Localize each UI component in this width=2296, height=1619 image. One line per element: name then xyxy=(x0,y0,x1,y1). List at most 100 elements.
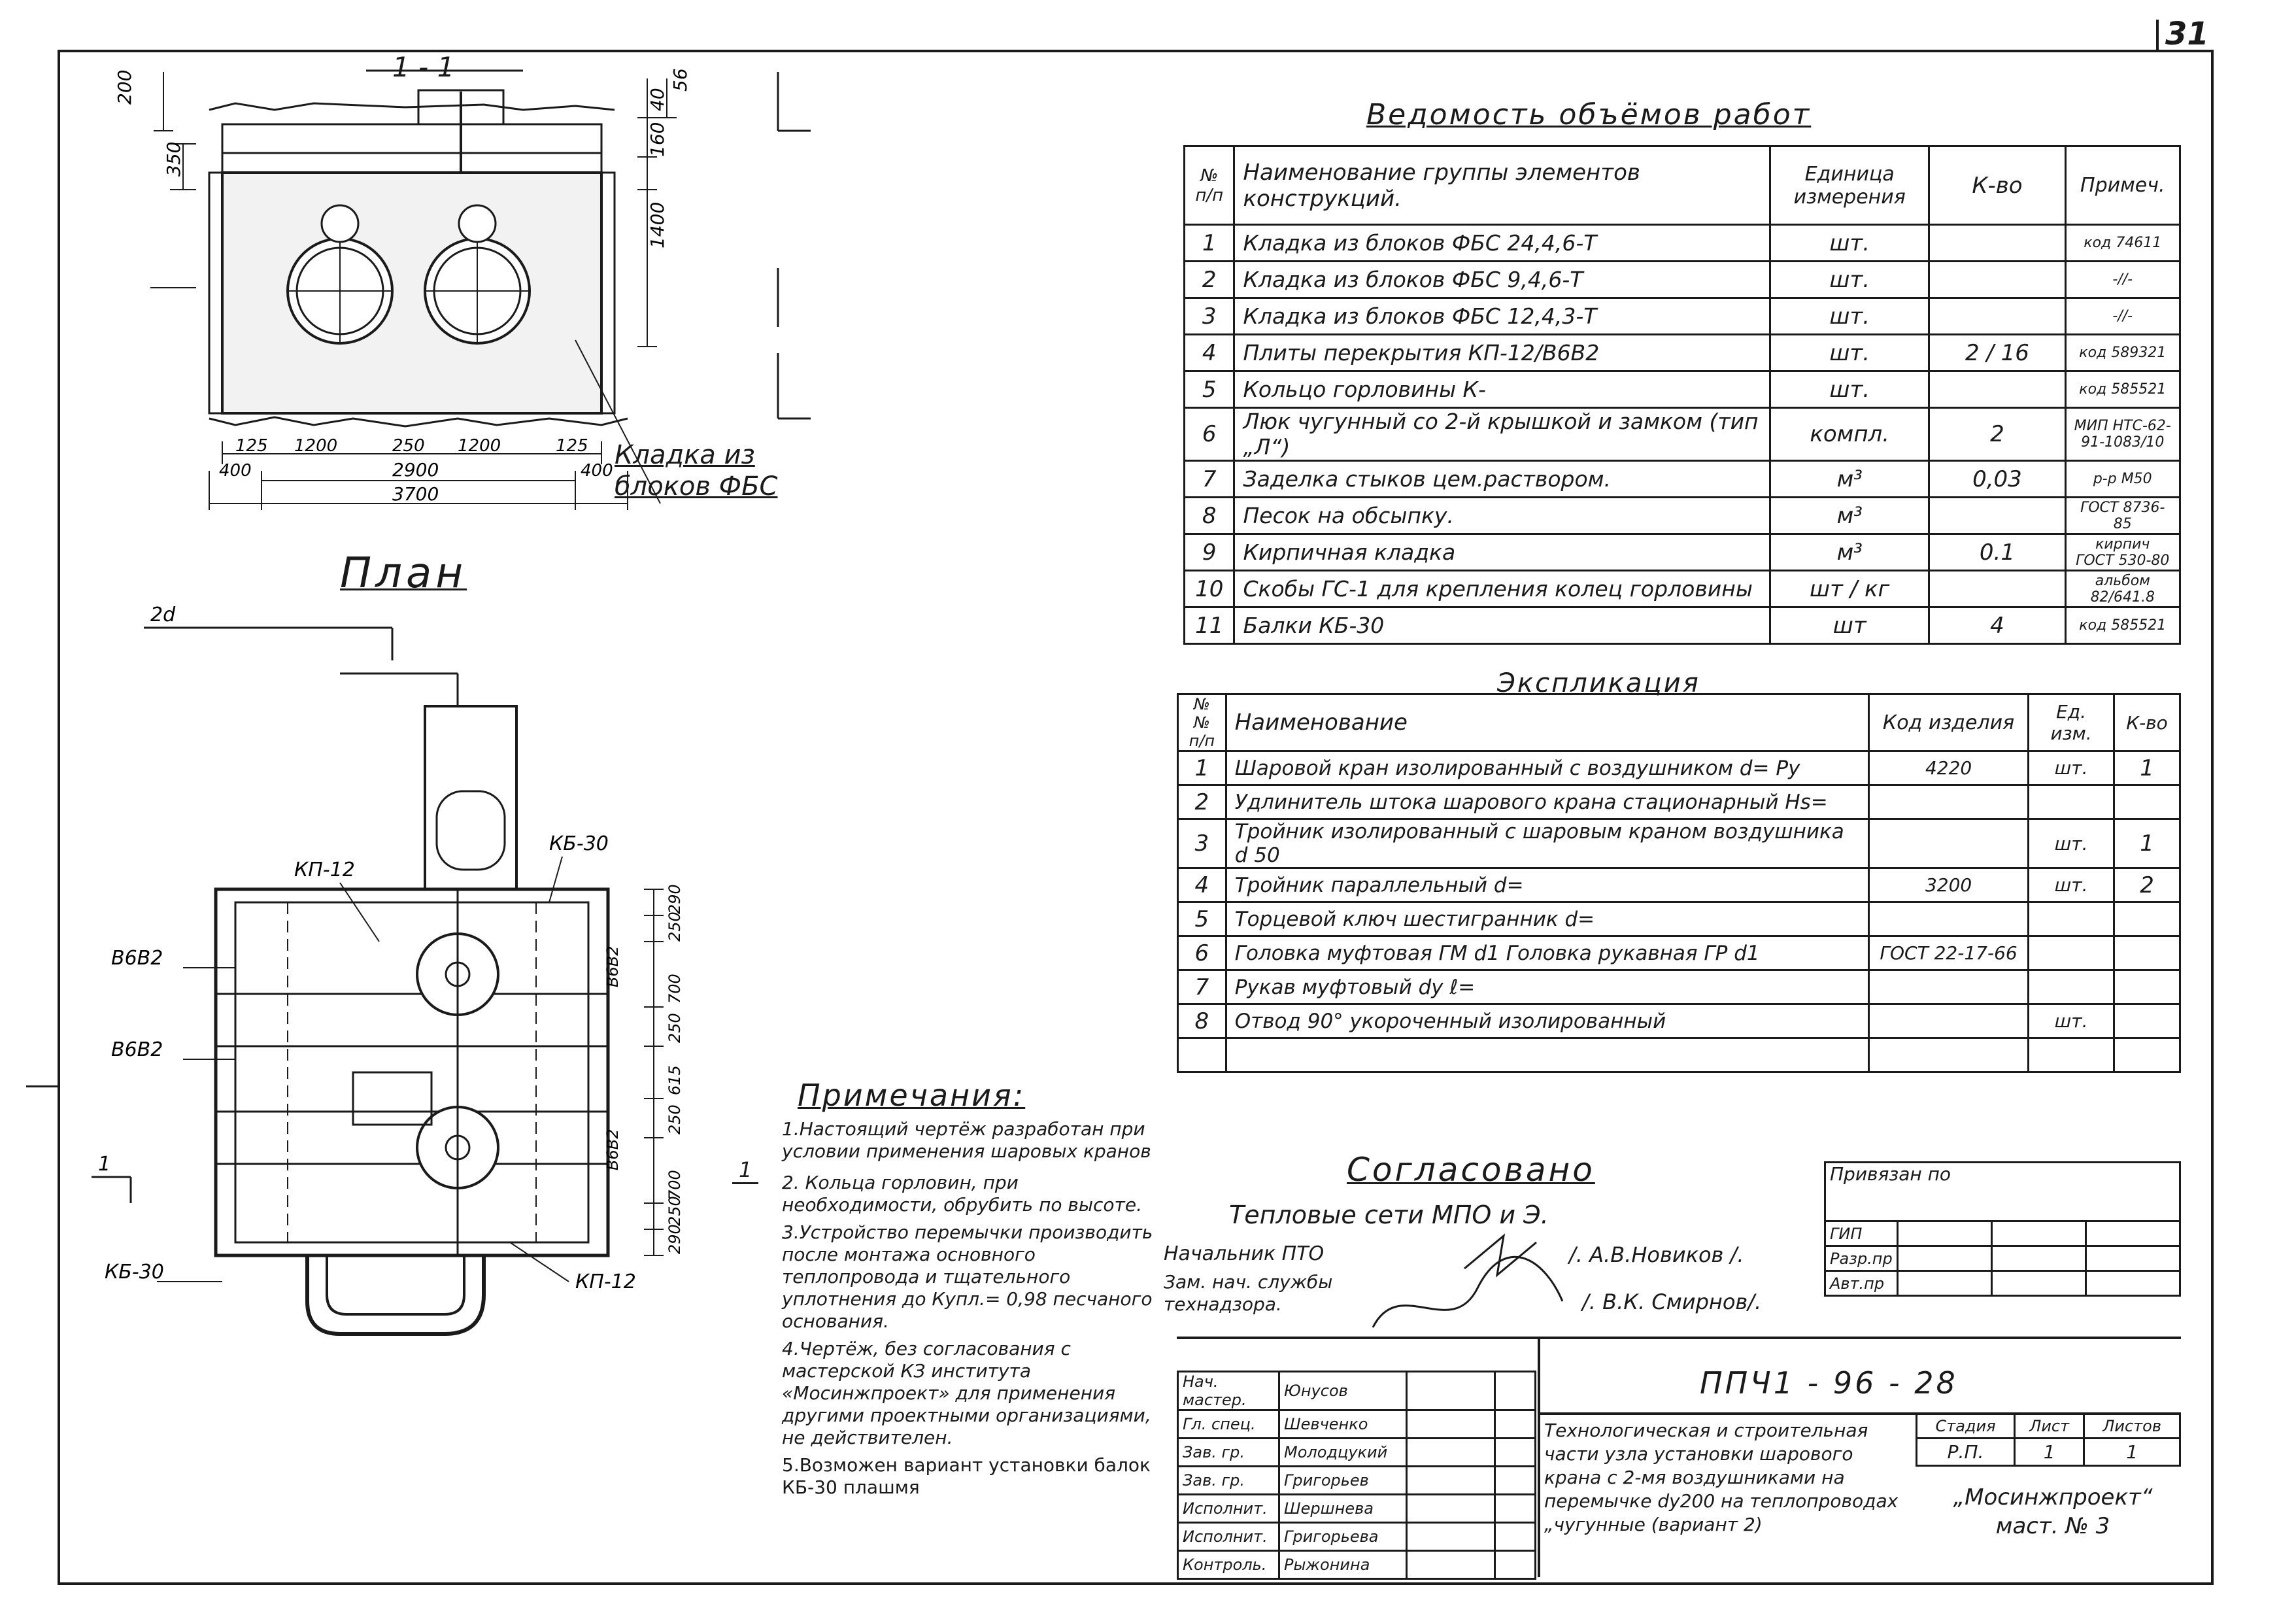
ved-cell-qty xyxy=(1928,297,2067,335)
ved-cell-qty xyxy=(1928,570,2067,608)
ved-cell-unit: м³ xyxy=(1769,460,1931,498)
ved-h-unit: Единица измерения xyxy=(1769,145,1931,226)
ved-cell-n: 7 xyxy=(1183,460,1236,498)
dim-125-left: 125 xyxy=(235,436,268,456)
ved-cell-note: код 589321 xyxy=(2064,333,2182,372)
privyazan-title: Привязан по xyxy=(1824,1161,2181,1222)
ved-cell-name: Песок на обсыпку. xyxy=(1233,496,1772,535)
ved-cell-qty xyxy=(1928,496,2067,535)
ex-cell-name: Тройник параллельный d= xyxy=(1224,867,1870,903)
signer-date xyxy=(1494,1493,1536,1524)
ved-cell-qty: 4 xyxy=(1928,606,2067,645)
ved-cell-name: Заделка стыков цем.раствором. xyxy=(1233,460,1772,498)
signer-date xyxy=(1494,1409,1536,1439)
plan-drawing: 2d КП-12 КБ-30 В6В2 В6В2 В6В2 В6В2 КБ-30… xyxy=(92,604,684,1336)
explikaciya-row xyxy=(1177,1037,2181,1073)
ved-cell-name: Кольцо горловины К- xyxy=(1233,370,1772,409)
plan-dim-700-a: 700 xyxy=(666,974,684,1004)
plan-dim-250-b: 250 xyxy=(666,1013,684,1043)
ex-h-unit: Ед. изм. xyxy=(2027,693,2116,752)
ex-cell-unit xyxy=(2027,784,2116,820)
dim-160: 160 xyxy=(647,122,668,157)
ex-cell-qty xyxy=(2113,784,2181,820)
signer-signature xyxy=(1406,1550,1496,1580)
ex-cell-name: Тройник изолированный с шаровым краном в… xyxy=(1224,818,1870,869)
signer-role: Исполнит. xyxy=(1177,1493,1280,1524)
plan-title: План xyxy=(340,549,467,598)
plan-label-kb30-top: КБ-30 xyxy=(549,832,609,855)
ved-cell-qty: 2 xyxy=(1928,407,2067,462)
note-item: 3.Устройство перемычки производить после… xyxy=(782,1221,1153,1332)
binding-margin-line xyxy=(26,1085,58,1545)
signer-signature xyxy=(1406,1493,1496,1524)
ved-h-note: Примеч. xyxy=(2064,145,2182,226)
ved-cell-unit: м³ xyxy=(1769,533,1931,571)
plan-mark-1-left: 1 xyxy=(98,1153,110,1176)
soglasovano-org: Тепловые сети МПО и Э. xyxy=(1229,1201,1549,1229)
ved-cell-note: -//- xyxy=(2064,260,2182,299)
signer-name: Григорьев xyxy=(1278,1465,1408,1495)
vedomost-title: Ведомость объёмов работ xyxy=(1366,98,1812,131)
kladka-label: Кладка из блоков ФБС xyxy=(615,440,778,502)
ex-cell-n: 4 xyxy=(1177,867,1227,903)
ved-h-n: № п/п xyxy=(1183,145,1236,226)
ved-cell-qty xyxy=(1928,370,2067,409)
plan-label-b6b2-d: В6В2 xyxy=(603,1129,622,1170)
dim-400-left: 400 xyxy=(219,461,252,481)
notes-list: 1.Настоящий чертёж разработан при услови… xyxy=(782,1118,1155,1499)
plan-label-kp12-bottom: КП-12 xyxy=(575,1270,636,1293)
dim-200: 200 xyxy=(114,70,135,105)
stage-value: Р.П. xyxy=(1915,1437,2016,1467)
ex-cell-unit xyxy=(2027,935,2116,971)
signer-signature xyxy=(1406,1465,1496,1495)
signer-row: Зав. гр.Молодцукий xyxy=(1177,1437,1536,1467)
ex-cell-unit xyxy=(2027,1037,2116,1073)
ex-cell-n: 8 xyxy=(1177,1003,1227,1039)
dim-1200-left: 1200 xyxy=(294,436,337,456)
stage-table: Стадия Лист Листов Р.П. 1 1 xyxy=(1915,1412,2181,1467)
ved-cell-unit: компл. xyxy=(1769,407,1931,462)
signer-role: Исполнит. xyxy=(1177,1522,1280,1552)
ved-h-name: Наименование группы элементов конструкци… xyxy=(1233,145,1772,226)
ved-cell-qty xyxy=(1928,260,2067,299)
signer-row: Исполнит.Шершнева xyxy=(1177,1493,1536,1524)
ved-cell-qty: 0,03 xyxy=(1928,460,2067,498)
ex-cell-code xyxy=(1867,818,2030,869)
vedomost-table: № п/п Наименование группы элементов конс… xyxy=(1183,145,2182,645)
ved-cell-name: Скобы ГС-1 для крепления колец горловины xyxy=(1233,570,1772,608)
note-item: 2. Кольца горловин, при необходимости, о… xyxy=(782,1172,1142,1216)
dim-56: 56 xyxy=(669,68,691,92)
signer-role: Нач. мастер. xyxy=(1177,1371,1280,1411)
plan-dim-250-c: 250 xyxy=(666,1104,684,1134)
signer-row: Нач. мастер.Юнусов xyxy=(1177,1371,1536,1411)
plan-label-b6b2-b: В6В2 xyxy=(111,1038,163,1061)
ved-cell-note: код 74611 xyxy=(2064,224,2182,262)
ved-cell-name: Кирпичная кладка xyxy=(1233,533,1772,571)
ved-cell-name: Кладка из блоков ФБС 24,4,6-Т xyxy=(1233,224,1772,262)
ved-cell-unit: м³ xyxy=(1769,496,1931,535)
ved-cell-note: р-р М50 xyxy=(2064,460,2182,498)
plan-label-b6b2-c: В6В2 xyxy=(603,946,622,987)
ved-cell-n: 4 xyxy=(1183,333,1236,372)
signer-name: Юнусов xyxy=(1278,1371,1408,1411)
note-item: 1.Настоящий чертёж разработан при услови… xyxy=(782,1118,1151,1162)
ex-cell-code: 3200 xyxy=(1867,867,2030,903)
ex-cell-code xyxy=(1867,784,2030,820)
plan-dim-615: 615 xyxy=(666,1065,684,1095)
ex-cell-unit: шт. xyxy=(2027,818,2116,869)
ex-cell-name: Удлинитель штока шарового крана стациона… xyxy=(1224,784,1870,820)
stage-header: Стадия xyxy=(1915,1412,2016,1439)
dim-2900: 2900 xyxy=(392,459,439,481)
ex-cell-n: 6 xyxy=(1177,935,1227,971)
ex-cell-name: Шаровой кран изолированный с воздушником… xyxy=(1224,750,1870,786)
